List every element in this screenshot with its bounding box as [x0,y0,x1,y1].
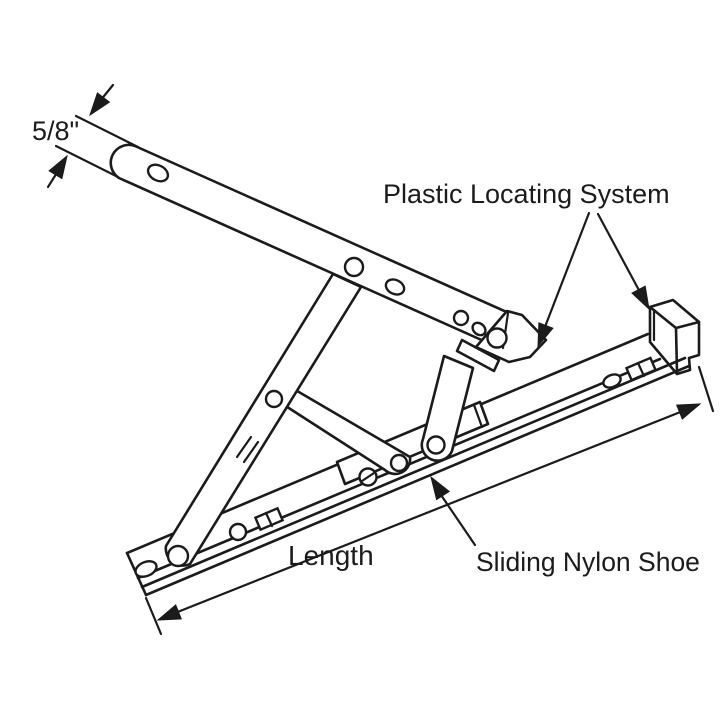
length-dimension-label: Length [288,540,374,571]
width-dimension: 5/8" [32,83,140,189]
leader-line [541,211,591,334]
link-front-pivot-hole [426,435,446,455]
shoe-rivet-slot [360,471,376,483]
arrowhead-down-left-icon [89,92,111,117]
sash-arm [109,143,548,373]
arrowhead-up-right-icon [48,154,68,180]
sash-arm-tip-hole [486,327,508,349]
extension-line [697,365,715,413]
locating-bracket [648,298,701,376]
label-sliding-nylon-shoe: Sliding Nylon Shoe [476,547,700,577]
arrowhead-up-left-icon [430,475,451,501]
track-slot-detail [264,511,274,528]
sash-arm-tip-hole [452,309,470,327]
support-arm-mid-hole [264,389,284,409]
track-bottom-edge [144,364,691,597]
link-front [420,354,475,462]
sash-arm-slot [146,163,170,183]
arrowhead-down-left-icon [537,322,554,348]
leader-line [596,212,643,296]
sash-arm-slot [384,278,406,296]
track-front-lip [140,356,691,597]
break-mark [242,440,260,464]
width-dimension-label: 5/8" [32,116,79,146]
track-holes [134,356,658,578]
arrowhead-up-right-icon [675,403,702,420]
arrowhead-down-right-icon [631,285,650,311]
arrowhead-down-left-icon [156,604,183,621]
sash-arm-tip-slot [471,321,487,337]
link-attachment-tab [455,338,501,373]
link-front-body [420,354,475,462]
track-slot [602,373,622,389]
track-lip-edge [140,356,687,589]
track-slot [134,560,158,578]
break-mark [235,435,253,459]
track-hole [228,522,248,542]
length-dimension: Length [144,365,715,636]
dimension-line [158,403,700,621]
label-plastic-locating-system: Plastic Locating System [383,179,670,209]
plastic-locating-system-callout: Plastic Locating System [383,179,670,348]
extension-line [54,144,120,179]
sash-arm-pivot-hole [343,256,365,278]
link-rear [279,386,412,476]
shoe-end-edge [472,403,484,429]
extension-line [74,114,140,149]
sliding-nylon-shoe-callout: Sliding Nylon Shoe [430,475,700,577]
extension-line [144,596,163,636]
leader-line [439,493,477,547]
bracket-front-edge [674,326,679,375]
support-arm [164,272,363,568]
link-rear-pivot-hole [389,453,409,473]
link-rear-body [279,386,412,476]
track-slot-detail [636,361,646,378]
support-arm-end-hole [166,544,190,568]
